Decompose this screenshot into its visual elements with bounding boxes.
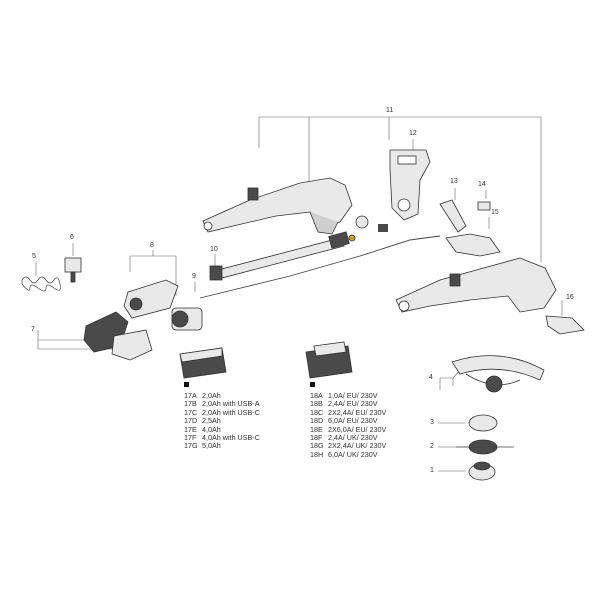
cable-drawing: [199, 235, 441, 299]
charger-drawing: [305, 341, 353, 379]
motor-housing-drawing: [123, 279, 203, 331]
battery-bullet-icon: [184, 382, 189, 387]
callout-15: 15: [491, 209, 499, 216]
handle-assembly-drawing: [202, 177, 353, 235]
callout-3: 3: [430, 419, 434, 426]
callout-13: 13: [450, 178, 458, 185]
callout-1: 1: [430, 467, 434, 474]
motor-cover-drawing: [83, 311, 153, 361]
charger-bullet-icon: [310, 382, 315, 387]
callout-10: 10: [210, 246, 218, 253]
callout-7: 7: [31, 326, 35, 333]
callout-8: 8: [150, 242, 154, 249]
shaft-tube-drawing: [209, 231, 356, 281]
callout-5: 5: [32, 253, 36, 260]
callout-4: 4: [429, 374, 433, 381]
spool-parts-drawing: [456, 414, 514, 481]
auxiliary-handle-drawing: [389, 149, 431, 221]
battery-drawing: [179, 347, 227, 379]
trimmer-body-drawing: [395, 257, 557, 313]
wiring-drawing: [445, 233, 501, 257]
clip-drawing: [439, 199, 467, 233]
callout-6: 6: [70, 234, 74, 241]
bracket-drawing: [545, 315, 585, 335]
guard-drawing: [451, 355, 545, 393]
callout-14: 14: [478, 181, 486, 188]
callout-16: 16: [566, 294, 574, 301]
bolt-drawing: [64, 257, 82, 283]
callout-9: 9: [192, 273, 196, 280]
callout-12: 12: [409, 130, 417, 137]
switch-drawing: [477, 201, 491, 211]
callout-2: 2: [430, 443, 434, 450]
callout-11: 11: [386, 107, 394, 114]
spring-drawing: [21, 276, 61, 292]
